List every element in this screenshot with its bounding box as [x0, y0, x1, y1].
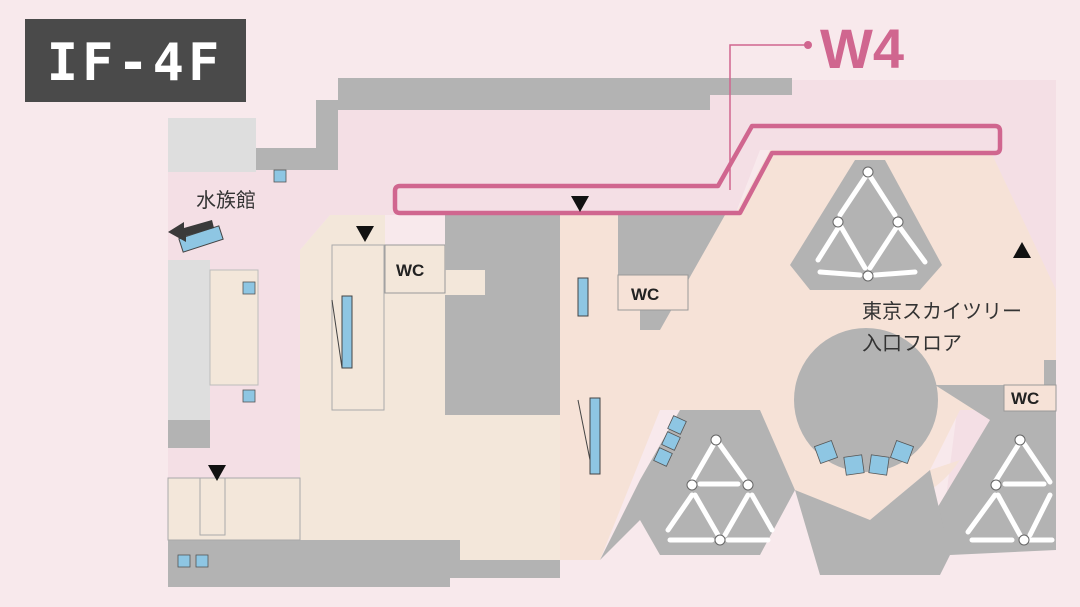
shop-block-mid: [331, 244, 385, 411]
lattice-upper: [815, 170, 928, 278]
lattice-upper-nodes: [832, 166, 904, 282]
ring-corridor: [760, 420, 960, 510]
wc-label-right: WC: [1011, 389, 1039, 408]
wc-label-left: WC: [396, 261, 424, 280]
route-label: W4: [820, 17, 904, 80]
wc-label-mid: WC: [631, 285, 659, 304]
wc-room-left: [384, 244, 446, 294]
elevator-markers: [177, 169, 915, 568]
building-left-lower: [168, 260, 210, 420]
building-left: [168, 118, 256, 172]
route-w4-leader-line: [729, 44, 807, 190]
wall-bottom: [168, 535, 560, 587]
area-upper-pink: [560, 80, 1056, 545]
arrow-up-right: [1013, 242, 1031, 258]
skytree-entrance-label-line2: 入口フロア: [862, 331, 962, 355]
lattice-lower-left: [665, 439, 775, 543]
wall-top-step: [255, 100, 338, 170]
building-left-bottom: [168, 420, 210, 448]
lattice-lower-right-nodes: [990, 434, 1030, 546]
aquarium-label: 水族館: [196, 188, 256, 212]
arrow-down-route: [571, 196, 589, 212]
arrow-down-left-upper: [356, 226, 374, 242]
direction-markers: [208, 196, 1031, 481]
skytree-structure-lower-right: [930, 385, 1056, 555]
lattice-lower-right: [965, 439, 1055, 543]
wc-room-right: [1003, 384, 1057, 412]
shop-block-bottom-left: [167, 477, 301, 541]
building-central-top: [485, 215, 560, 270]
wc-room-mid: [617, 274, 689, 311]
skytree-entrance-label-line1: 東京スカイツリー: [862, 299, 1022, 323]
shop-block-bottom-inner: [199, 477, 226, 536]
floor-badge: [25, 19, 246, 102]
skytree-structure-upper: [790, 160, 942, 290]
route-w4-path: [392, 123, 1003, 216]
floor-badge-label: IF-4F: [47, 33, 224, 93]
building-bottom-center: [795, 470, 950, 575]
escalator-edges: [331, 299, 591, 461]
lattice-lower-left-nodes: [686, 434, 754, 546]
skytree-core: [794, 328, 938, 472]
wall-right-edge: [1044, 360, 1056, 390]
route-w4-leader-dot: [804, 41, 812, 49]
arrow-down-bottom-left: [208, 465, 226, 481]
escalators: [178, 225, 601, 475]
aquarium-entrance-arrow: [168, 220, 214, 242]
wall-top: [338, 78, 792, 110]
